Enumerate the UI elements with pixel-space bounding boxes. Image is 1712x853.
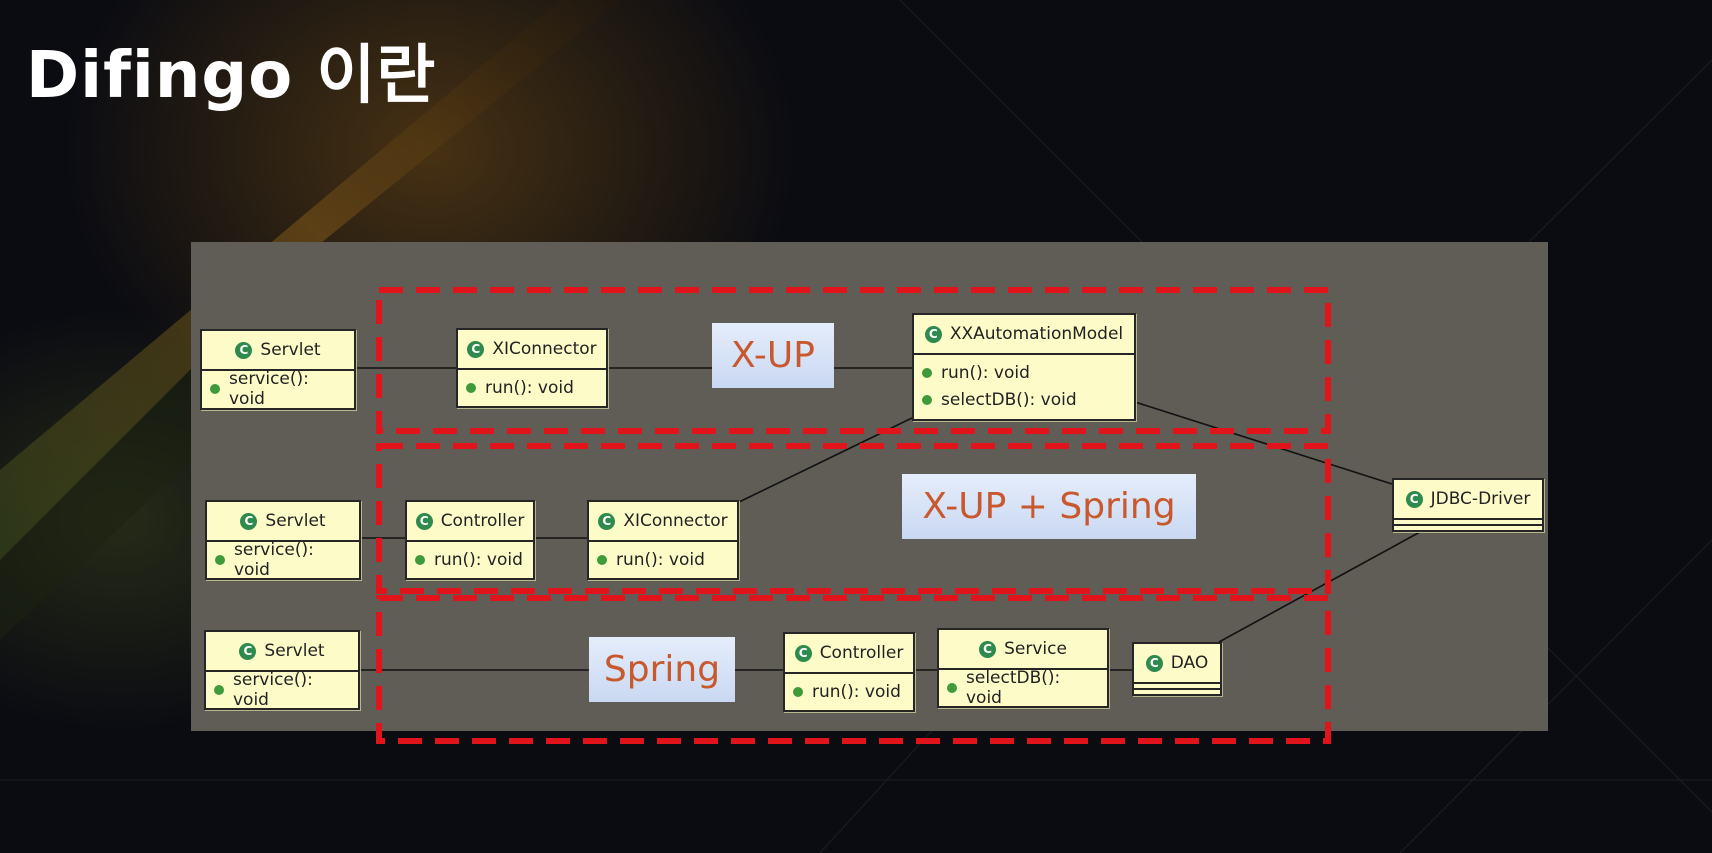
slide-title: Difingo 이란 bbox=[26, 39, 437, 113]
class-c-icon: C bbox=[979, 640, 997, 658]
class-member: service(): void bbox=[233, 669, 313, 710]
public-method-dot-icon bbox=[210, 383, 220, 394]
class-xiconnector-1[interactable]: C XIConnector run(): void bbox=[456, 328, 608, 408]
class-jdbc-driver[interactable]: C JDBC-Driver bbox=[1392, 478, 1544, 532]
class-name: Servlet bbox=[265, 511, 326, 531]
group-label-xup: X-UP bbox=[712, 323, 834, 388]
group-box-xup bbox=[376, 287, 1331, 434]
public-method-dot-icon bbox=[466, 382, 476, 393]
public-method-dot-icon bbox=[415, 554, 425, 565]
class-member: run(): void bbox=[434, 549, 523, 570]
edge-xxautomation-jdbc bbox=[1134, 401, 1393, 485]
class-c-icon: C bbox=[240, 512, 258, 530]
class-name: XIConnector bbox=[623, 511, 728, 531]
class-servlet-2[interactable]: C Servlet service(): void bbox=[205, 500, 361, 580]
class-member: run(): void bbox=[616, 549, 705, 570]
class-controller-2[interactable]: C Controller run(): void bbox=[405, 500, 535, 580]
class-xxautomationmodel[interactable]: C XXAutomationModel run(): void selectDB(… bbox=[912, 313, 1136, 421]
class-name: Controller bbox=[440, 511, 525, 531]
class-name: XXAutomationModel bbox=[949, 324, 1124, 344]
class-servlet-3[interactable]: C Servlet service(): void bbox=[204, 630, 360, 710]
class-name: Servlet bbox=[260, 340, 321, 360]
public-method-dot-icon bbox=[597, 554, 607, 565]
class-c-icon: C bbox=[598, 512, 616, 530]
class-member: service(): void bbox=[234, 539, 314, 580]
class-name: XIConnector bbox=[492, 339, 597, 359]
class-name: Controller bbox=[819, 643, 904, 663]
class-name: DAO bbox=[1170, 653, 1209, 673]
edge-dao-jdbc bbox=[1218, 531, 1421, 643]
class-c-icon: C bbox=[794, 644, 812, 662]
group-label-xup-spring: X-UP + Spring bbox=[902, 474, 1196, 539]
group-box-spring bbox=[376, 595, 1331, 744]
class-controller-3[interactable]: C Controller run(): void bbox=[783, 632, 915, 712]
class-xiconnector-2[interactable]: C XIConnector run(): void bbox=[587, 500, 739, 580]
class-c-icon: C bbox=[467, 340, 485, 358]
group-label-spring: Spring bbox=[589, 637, 735, 702]
class-member: run(): void bbox=[485, 377, 574, 398]
class-divider bbox=[1394, 518, 1542, 520]
class-c-icon: C bbox=[924, 325, 942, 343]
class-divider bbox=[1394, 524, 1542, 526]
class-dao[interactable]: C DAO bbox=[1132, 642, 1222, 696]
public-method-dot-icon bbox=[922, 394, 932, 405]
group-box-xup-spring bbox=[376, 443, 1331, 594]
class-service-3[interactable]: C Service selectDB(): void bbox=[937, 628, 1109, 708]
class-divider bbox=[1134, 682, 1220, 684]
class-divider bbox=[1134, 688, 1220, 690]
class-member: selectDB(): void bbox=[966, 667, 1061, 708]
class-member: selectDB(): void bbox=[941, 389, 1077, 410]
public-method-dot-icon bbox=[922, 367, 932, 378]
class-member: service(): void bbox=[229, 368, 309, 409]
class-c-icon: C bbox=[415, 512, 433, 530]
public-method-dot-icon bbox=[214, 684, 224, 695]
class-c-icon: C bbox=[235, 341, 253, 359]
public-method-dot-icon bbox=[215, 554, 225, 565]
class-member: run(): void bbox=[812, 681, 901, 702]
class-name: Servlet bbox=[264, 641, 325, 661]
class-c-icon: C bbox=[1405, 490, 1423, 508]
public-method-dot-icon bbox=[793, 686, 803, 697]
class-name: Service bbox=[1004, 639, 1067, 659]
public-method-dot-icon bbox=[947, 682, 957, 693]
class-member: run(): void bbox=[941, 362, 1030, 383]
class-servlet-1[interactable]: C Servlet service(): void bbox=[200, 329, 356, 410]
class-name: JDBC-Driver bbox=[1430, 489, 1531, 509]
class-c-icon: C bbox=[1145, 654, 1163, 672]
class-c-icon: C bbox=[239, 642, 257, 660]
